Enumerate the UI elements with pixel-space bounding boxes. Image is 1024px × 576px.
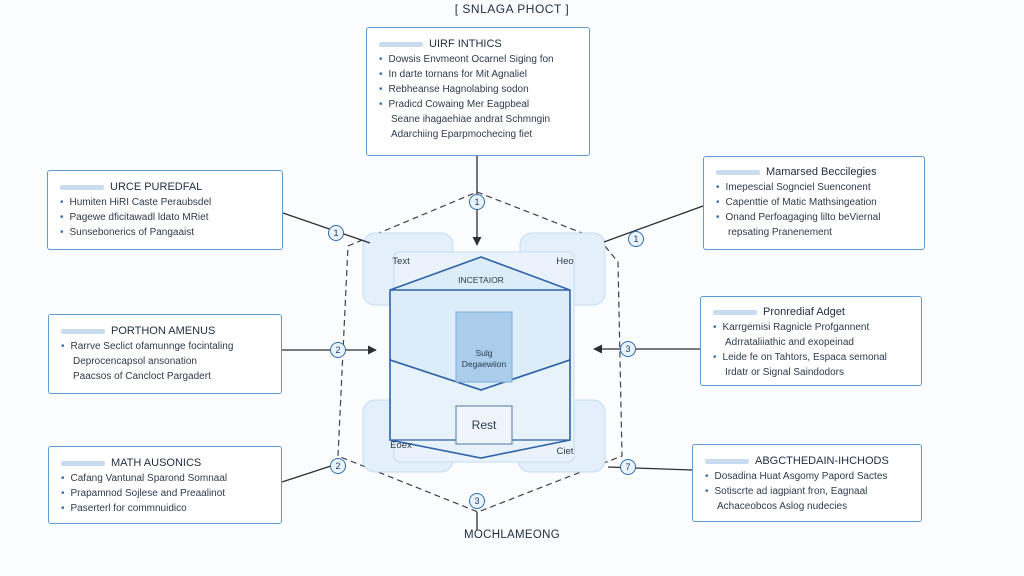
connector-right-1 <box>603 205 704 243</box>
badge-top: 1 <box>469 194 485 210</box>
list-item: Capenttie of Matic Mathsingeation <box>716 195 912 210</box>
right-box-2-list: Karrgemisi Ragnicle Profgannent Adrratal… <box>713 320 909 380</box>
list-item: Pradicd Cowaing Mer Eagpbeal <box>379 97 577 112</box>
list-item: Rebheanse Hagnolabing sodon <box>379 82 577 97</box>
badge-right-2: 3 <box>620 341 636 357</box>
badge-left-2: 2 <box>330 342 346 358</box>
right-box-1-heading: Mamarsed Beccilegies <box>766 166 877 178</box>
left-box-2-list: Rarrve Seclict ofamunnge focintaling Dep… <box>61 339 269 384</box>
list-item: Sunsebonerics of Pangaaist <box>60 225 270 240</box>
connector-left-1 <box>282 212 371 244</box>
left-box-1-header: URCE PUREDFAL <box>60 179 270 195</box>
list-item: Irdatr or Signal Saindodors <box>725 367 844 378</box>
top-box-list: Dowsis Envmeont Ocarnel Siging fon In da… <box>379 52 577 142</box>
left-box-3-list: Cafang Vantunal Sparond Somnaal Prapamno… <box>61 471 269 516</box>
block-label-top-left: Text <box>392 256 410 267</box>
right-box-2-header: Pronrediaf Adget <box>713 304 909 320</box>
left-box-2-heading: PORTHON AMENUS <box>111 325 216 337</box>
cube-header-label: INCETAIOR <box>458 275 504 285</box>
list-item: repsating Pranenement <box>728 227 832 238</box>
badge-right-3: 7 <box>620 459 636 475</box>
list-item: Seane ihagaehiae andrat Schmngin <box>391 114 551 125</box>
diagram-title: [ SNLAGA PHOCT ] <box>454 2 570 16</box>
list-item: Paacsos of Cancloct Pargadert <box>73 371 211 382</box>
right-box-3-heading: ABGCTHEDAIN-IHCHODS <box>755 455 889 467</box>
left-box-1: URCE PUREDFAL Humiten HiRI Caste Peraubs… <box>47 170 283 250</box>
right-box-1-list: Imepescial Sognciel Suenconent Capenttie… <box>716 180 912 240</box>
cube-core <box>455 311 513 383</box>
list-item: Dowsis Envmeont Ocarnel Siging fon <box>379 52 577 67</box>
right-box-3-header: ABGCTHEDAIN-IHCHODS <box>705 453 909 469</box>
top-box-header: UIRF INTHICS <box>379 36 577 52</box>
list-item: Prapamnod Sojlese and Preaalinot <box>61 486 269 501</box>
header-tag <box>713 309 757 315</box>
rest-label: Rest <box>471 418 497 432</box>
badge-right-1: 1 <box>628 231 644 247</box>
list-item: Achaceobcos Aslog nudecies <box>717 501 848 512</box>
header-tag <box>61 328 105 334</box>
list-item: Paserterl for commnuidico <box>61 501 269 516</box>
left-box-1-heading: URCE PUREDFAL <box>110 181 203 193</box>
left-box-3: MATH AUSONICS Cafang Vantunal Sparond So… <box>48 446 282 524</box>
block-label-bottom-left: Eoex <box>390 440 412 451</box>
header-tag <box>379 41 423 47</box>
right-box-1-header: Mamarsed Beccilegies <box>716 164 912 180</box>
top-box: UIRF INTHICS Dowsis Envmeont Ocarnel Sig… <box>366 27 590 156</box>
list-item: Deprocencapsol ansonation <box>73 356 197 367</box>
list-item: Onand Perfoagaging lilto beViernal <box>716 210 912 225</box>
right-box-3-list: Dosadina Huat Asgomy Papord Sactes Sotis… <box>705 469 909 514</box>
left-box-2-header: PORTHON AMENUS <box>61 323 269 339</box>
badge-left-1: 1 <box>328 225 344 241</box>
top-box-heading: UIRF INTHICS <box>429 38 502 50</box>
block-label-bottom-right: Ciet <box>556 446 574 457</box>
list-item: Adarchiing Eparpmochecing fiet <box>391 129 533 140</box>
list-item: Cafang Vantunal Sparond Somnaal <box>61 471 269 486</box>
header-tag <box>61 460 105 466</box>
right-box-2-heading: Pronrediaf Adget <box>763 306 845 318</box>
left-box-3-header: MATH AUSONICS <box>61 455 269 471</box>
footer-label: MOCHLAMEONG <box>464 529 560 541</box>
badge-bottom: 3 <box>469 493 485 509</box>
left-box-2: PORTHON AMENUS Rarrve Seclict ofamunnge … <box>48 314 282 394</box>
header-tag <box>705 458 749 464</box>
left-box-1-list: Humiten HiRI Caste Peraubsdel Pagewe dfi… <box>60 195 270 240</box>
list-item: Imepescial Sognciel Suenconent <box>716 180 912 195</box>
left-box-3-heading: MATH AUSONICS <box>111 457 202 469</box>
list-item: Leide fe on Tahtors, Espaca semonal <box>713 350 909 365</box>
badge-left-3: 2 <box>330 458 346 474</box>
header-tag <box>716 169 760 175</box>
list-item: Adrrataliiathic and exopeinad <box>725 337 854 348</box>
right-box-1: Mamarsed Beccilegies Imepescial Sognciel… <box>703 156 925 250</box>
list-item: Dosadina Huat Asgomy Papord Sactes <box>705 469 909 484</box>
list-item: Pagewe dficitawadl ldato MRiet <box>60 210 270 225</box>
dashed-hexagon-outline <box>337 191 623 513</box>
list-item: In darte tornans for Mit Agnaliel <box>379 67 577 82</box>
list-item: Karrgemisi Ragnicle Profgannent <box>713 320 909 335</box>
rest-box <box>455 405 513 445</box>
cube-core-label: Sulg Degaewiion <box>461 348 507 369</box>
list-item: Rarrve Seclict ofamunnge focintaling <box>61 339 269 354</box>
right-box-2: Pronrediaf Adget Karrgemisi Ragnicle Pro… <box>700 296 922 386</box>
right-box-3: ABGCTHEDAIN-IHCHODS Dosadina Huat Asgomy… <box>692 444 922 522</box>
list-item: Sotiscrte ad iagpiant fron, Eagnaal <box>705 484 909 499</box>
block-label-top-right: Heo <box>556 256 574 267</box>
header-tag <box>60 184 104 190</box>
list-item: Humiten HiRI Caste Peraubsdel <box>60 195 270 210</box>
